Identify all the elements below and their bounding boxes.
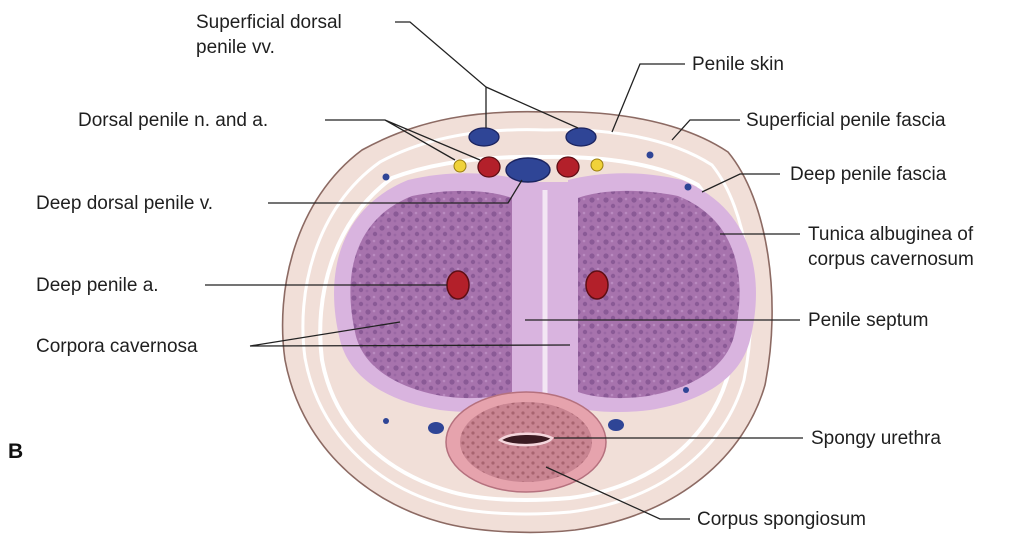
label-tunica-1: Tunica albuginea of	[808, 224, 974, 245]
label-deep-fascia: Deep penile fascia	[790, 164, 947, 185]
small-vein	[383, 174, 390, 181]
small-vein	[383, 418, 389, 424]
label-superficial-dorsal-vv-1: Superficial dorsal	[196, 12, 342, 33]
panel-letter: B	[8, 440, 23, 463]
label-spongy-urethra: Spongy urethra	[811, 428, 941, 449]
superficial-dorsal-vein-right	[566, 128, 596, 146]
label-dorsal-nerve-artery: Dorsal penile n. and a.	[78, 110, 268, 131]
dorsal-nerve-left	[454, 160, 466, 172]
small-vein	[608, 419, 624, 431]
dorsal-artery-right	[557, 157, 579, 177]
label-corpus-spongiosum: Corpus spongiosum	[697, 509, 866, 530]
label-septum: Penile septum	[808, 310, 928, 331]
dorsal-artery-left	[478, 157, 500, 177]
small-vein	[428, 422, 444, 434]
dorsal-nerve-right	[591, 159, 603, 171]
deep-dorsal-vein	[506, 158, 550, 182]
deep-penile-artery-left	[447, 271, 469, 299]
label-tunica-2: corpus cavernosum	[808, 249, 974, 270]
label-superficial-dorsal-vv-2: penile vv.	[196, 37, 275, 58]
label-deep-artery: Deep penile a.	[36, 275, 159, 296]
label-superficial-fascia: Superficial penile fascia	[746, 110, 946, 131]
label-corpora-cavernosa: Corpora cavernosa	[36, 336, 198, 357]
superficial-dorsal-vein-left	[469, 128, 499, 146]
spongy-urethra	[500, 434, 552, 445]
label-deep-dorsal-vein: Deep dorsal penile v.	[36, 193, 213, 214]
small-vein	[647, 152, 654, 159]
small-vein	[685, 184, 692, 191]
label-penile-skin: Penile skin	[692, 54, 784, 75]
deep-penile-artery-right	[586, 271, 608, 299]
small-vein	[683, 387, 689, 393]
